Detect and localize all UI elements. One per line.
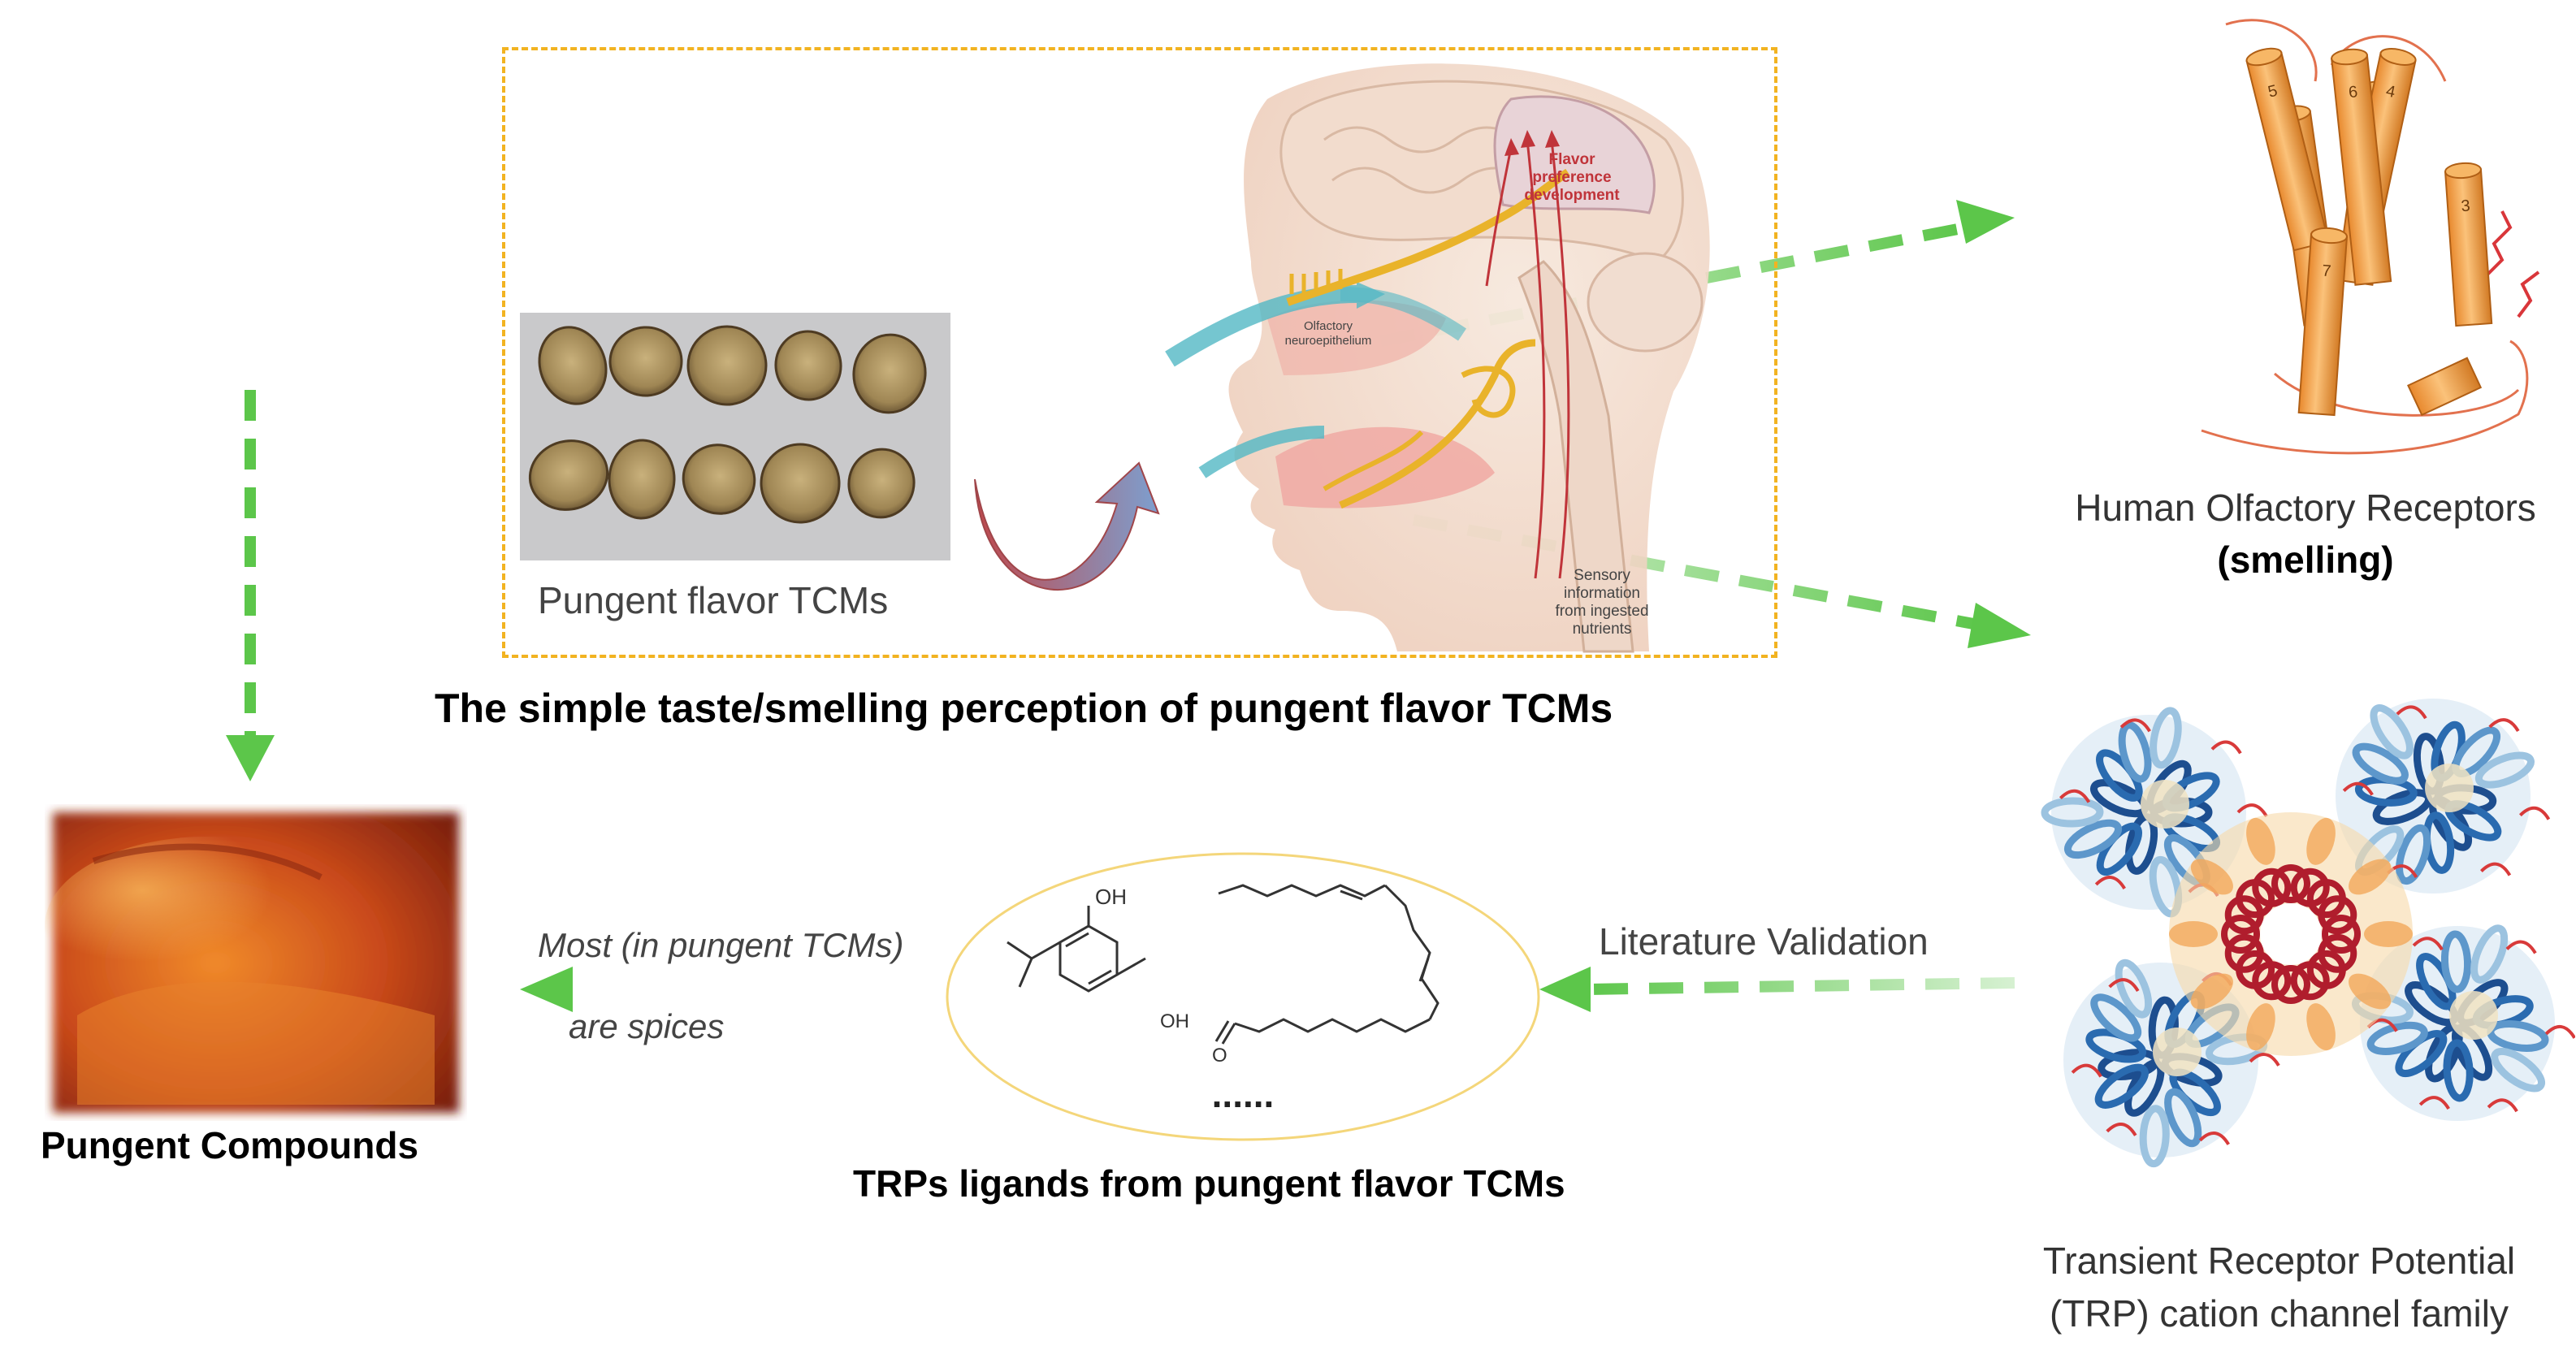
sensory-label-2: information — [1564, 585, 1640, 602]
tcm-to-compounds-arrow — [226, 384, 502, 781]
thymol-oh: OH — [1095, 885, 1127, 909]
sensory-label-4: nutrients — [1573, 621, 1632, 638]
olfactory-neuro-label-2: neuroepithelium — [1285, 334, 1372, 348]
receptor-helix: 6 — [2331, 48, 2392, 286]
ligands-to-compounds-arrow — [520, 967, 946, 1012]
trp-subunit — [2351, 924, 2575, 1121]
tcm-slice — [528, 439, 609, 511]
trp-subunit — [2063, 958, 2280, 1168]
olfactory-neuro-label: Olfactory — [1304, 319, 1353, 333]
tcm-slices-photo — [520, 313, 950, 560]
svg-text:3: 3 — [2461, 197, 2471, 216]
fatty-acid-structure — [1214, 884, 1440, 1045]
ligands-caption: TRPs ligands from pungent flavor TCMs — [853, 1162, 1565, 1205]
tcm-slice — [847, 448, 916, 519]
pungent-compounds-label: Pungent Compounds — [41, 1124, 419, 1166]
flavor-label: Flavor — [1548, 151, 1595, 168]
sensory-label-3: from ingested — [1555, 603, 1648, 620]
receptor-helix-8 — [2407, 357, 2483, 417]
receptor-helix: 7 — [2297, 227, 2349, 417]
sensory-label: Sensory — [1574, 567, 1630, 584]
receptor-helix: 3 — [2444, 162, 2493, 327]
tcm-slice — [608, 439, 676, 520]
trp-label: Transient Receptor Potential — [2042, 1240, 2516, 1282]
trp-channel-structure — [2041, 699, 2575, 1168]
trp-label-2: (TRP) cation channel family — [2050, 1292, 2509, 1335]
tcm-slice — [760, 443, 841, 524]
olfactory-label-smelling: (smelling) — [2217, 539, 2394, 581]
perception-caption: The simple taste/smelling perception of … — [435, 686, 1613, 731]
pungent-compounds-photo — [45, 812, 459, 1113]
trp-to-ligands-arrow — [1539, 967, 2015, 1012]
svg-text:4: 4 — [2384, 82, 2396, 102]
flavor-label-3: development — [1524, 187, 1620, 204]
svg-text:7: 7 — [2322, 262, 2332, 281]
head-anatomy-illustration: Flavor preference development Olfactory … — [1165, 63, 1710, 653]
tcm-slice — [852, 333, 927, 414]
tcm-slice — [774, 330, 842, 401]
tcm-slice — [538, 326, 608, 405]
acid-oh: OH — [1160, 1010, 1189, 1032]
svg-text:5: 5 — [2266, 82, 2279, 102]
most-pungent-label: Most (in pungent TCMs) — [538, 926, 904, 964]
ligands-ellipse: OH OH O ...... — [946, 852, 1540, 1141]
receptor-helix: 5 — [2245, 47, 2330, 252]
olfactory-label: Human Olfactory Receptors — [2075, 487, 2536, 529]
pungent-tcms-label: Pungent flavor TCMs — [538, 579, 889, 621]
are-spices-label: are spices — [569, 1007, 725, 1045]
tcm-slice — [686, 325, 768, 406]
acid-o: O — [1212, 1045, 1227, 1067]
trp-pore — [2169, 812, 2413, 1056]
flavor-label-2: preference — [1532, 169, 1611, 186]
perception-dashed-box — [502, 47, 1777, 658]
literature-validation-label: Literature Validation — [1599, 920, 1929, 963]
tcm-slice — [608, 326, 683, 397]
ellipsis-dots: ...... — [1212, 1073, 1275, 1115]
thymol-structure — [1007, 906, 1146, 993]
svg-text:6: 6 — [2348, 83, 2358, 102]
tcm-slice — [682, 444, 756, 515]
mouth-to-trp-arrow — [1412, 514, 2031, 648]
olfactory-receptor-structure: 1234567 — [2201, 19, 2540, 455]
curved-arrow — [974, 461, 1160, 591]
trp-subunit — [2336, 699, 2551, 894]
